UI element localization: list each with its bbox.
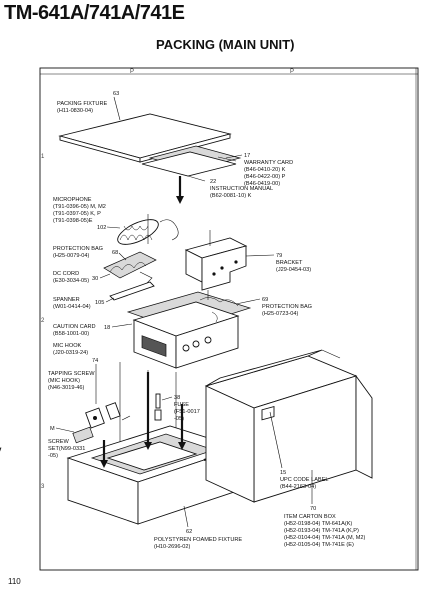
svg-text:CAUTION CARD: CAUTION CARD [53, 324, 96, 330]
svg-text:(B44-2163-04): (B44-2163-04) [280, 484, 316, 490]
svg-text:(T91-0396-05) M, M2: (T91-0396-05) M, M2 [53, 204, 106, 210]
page-number: 110 [8, 577, 21, 586]
svg-text:(N46-3019-46): (N46-3019-46) [48, 385, 85, 391]
svg-text:105: 105 [95, 300, 104, 306]
frame-letter-2: P [290, 69, 294, 75]
label-upc-code: 15 UPC CODE LABEL (B44-2163-04) [269, 411, 329, 490]
svg-text:(H52-0198-04) TM-641A(K): (H52-0198-04) TM-641A(K) [284, 521, 352, 527]
label-caution-card: CAUTION CARD (B58-1001-00) 18 [53, 323, 133, 337]
svg-text:79: 79 [276, 253, 282, 259]
svg-text:(H25-0079-04): (H25-0079-04) [53, 253, 90, 259]
svg-text:PACKING FIXTURE: PACKING FIXTURE [57, 101, 108, 107]
page-frame: P P 1 2 3 [39, 67, 419, 571]
fuse-drawing [154, 393, 162, 421]
label-warranty-card: 17 WARRANTY CARD (B46-0410-20) K (B46-04… [225, 153, 293, 187]
svg-text:63: 63 [113, 91, 119, 97]
model-title: TM-641A/741A/741E [4, 2, 185, 24]
svg-text:(B62-0081-10) K: (B62-0081-10) K [210, 193, 252, 199]
svg-text:(B46-0422-00) P: (B46-0422-00) P [244, 174, 286, 180]
svg-text:BRACKET: BRACKET [276, 260, 303, 266]
dc-cord-drawing [103, 251, 157, 285]
svg-text:-05): -05) [174, 416, 184, 422]
svg-text:ITEM CARTON BOX: ITEM CARTON BOX [284, 514, 336, 520]
label-bracket: 79 BRACKET (J29-0454-03) [245, 253, 311, 273]
svg-text:FUSE: FUSE [174, 402, 189, 408]
svg-text:(T91-0398-05)E: (T91-0398-05)E [53, 218, 93, 224]
label-spanner: SPANNER (W01-0414-04) 105 [53, 297, 115, 310]
svg-text:WARRANTY CARD: WARRANTY CARD [244, 160, 293, 166]
label-mic-hook: MIC HOOK (J20-0319-24) [53, 343, 88, 356]
svg-text:(T91-0397-05) K, P: (T91-0397-05) K, P [53, 211, 101, 217]
screw-set-drawing [72, 426, 94, 444]
manual-card-drawing [141, 145, 242, 182]
svg-text:(H52-0104-04) TM-741A (M, M2): (H52-0104-04) TM-741A (M, M2) [284, 535, 365, 541]
svg-text:(B46-0410-20) K: (B46-0410-20) K [244, 167, 286, 173]
svg-text:22: 22 [210, 179, 216, 185]
svg-text:(H52-0193-04) TM-741A (K,P): (H52-0193-04) TM-741A (K,P) [284, 528, 359, 534]
svg-text:(B46-0419-00): (B46-0419-00) [244, 181, 280, 187]
main-unit-drawing [126, 291, 252, 369]
frame-row-3: 3 [41, 484, 45, 490]
frame-row-2: 2 [41, 318, 45, 324]
svg-text:INSTRUCTION MANUAL: INSTRUCTION MANUAL [210, 186, 273, 192]
svg-text:74: 74 [92, 358, 98, 364]
svg-text:(E30-3034-05): (E30-3034-05) [53, 278, 89, 284]
label-microphone: MICROPHONE (T91-0396-05) M, M2 (T91-0397… [53, 197, 121, 231]
label-packing-fixture: 63 PACKING FIXTURE (H11-0830-04) [57, 91, 121, 121]
label-dc-cord: DC CORD (E30-3034-05) 30 [53, 271, 111, 284]
svg-text:PROTECTION BAG: PROTECTION BAG [262, 304, 312, 310]
svg-text:DC CORD: DC CORD [53, 271, 79, 277]
svg-text:SPANNER: SPANNER [53, 297, 80, 303]
svg-text:SET(N99-0331: SET(N99-0331 [48, 446, 85, 452]
frame-letter-1: P [130, 69, 134, 75]
svg-text:30: 30 [92, 276, 98, 282]
svg-text:17: 17 [244, 153, 250, 159]
svg-text:SCREW: SCREW [48, 439, 70, 445]
label-m-marker: M [50, 426, 75, 433]
carton-box-drawing [204, 349, 373, 503]
svg-text:(B58-1001-00): (B58-1001-00) [53, 331, 89, 337]
label-instruction-manual: 22 INSTRUCTION MANUAL (B62-0081-10) K [210, 179, 273, 199]
mic-hook-drawing [85, 402, 131, 429]
svg-text:15: 15 [280, 470, 286, 476]
svg-text:(F51-0017: (F51-0017 [174, 409, 200, 415]
svg-text:18: 18 [104, 325, 110, 331]
svg-text:MIC HOOK: MIC HOOK [53, 343, 82, 349]
spanner-drawing [109, 281, 155, 301]
svg-text:(H11-0830-04): (H11-0830-04) [57, 108, 93, 114]
svg-text:38: 38 [174, 395, 180, 401]
svg-text:(J20-0319-24): (J20-0319-24) [53, 350, 88, 356]
svg-text:(H10-2696-02): (H10-2696-02) [154, 544, 191, 550]
svg-text:MICROPHONE: MICROPHONE [53, 197, 92, 203]
svg-text:70: 70 [310, 506, 316, 512]
label-screw-set: SCREW SET(N99-0331 -05) [48, 439, 85, 459]
svg-text:62: 62 [186, 529, 192, 535]
svg-text:PROTECTION BAG: PROTECTION BAG [53, 246, 103, 252]
page-title: PACKING (MAIN UNIT) [156, 37, 295, 52]
svg-text:M: M [50, 426, 55, 432]
label-fuse: 38 FUSE (F51-0017 -05) [161, 395, 200, 422]
microphone-drawing [117, 219, 179, 245]
svg-text:(W01-0414-04): (W01-0414-04) [53, 304, 91, 310]
label-protection-bag-left: 68 PROTECTION BAG (H25-0079-04) [53, 246, 127, 261]
svg-text:69: 69 [262, 297, 268, 303]
bracket-drawing [184, 237, 248, 291]
svg-text:(MIC HOOK): (MIC HOOK) [48, 378, 80, 384]
svg-text:(H52-0105-04) TM-741E (E): (H52-0105-04) TM-741E (E) [284, 542, 354, 548]
label-foamed-fixture: 62 POLYSTYREN FOAMED FIXTURE (H10-2696-0… [154, 505, 242, 550]
svg-text:(H25-0723-04): (H25-0723-04) [262, 311, 299, 317]
label-tapping-screw: 74 TAPPING SCREW (MIC HOOK) (N46-3019-46… [48, 358, 98, 404]
svg-text:UPC CODE LABEL: UPC CODE LABEL [280, 477, 329, 483]
svg-text:POLYSTYREN FOAMED FIXTURE: POLYSTYREN FOAMED FIXTURE [154, 537, 242, 543]
svg-text:68: 68 [112, 250, 118, 256]
svg-text:TAPPING SCREW: TAPPING SCREW [48, 371, 95, 377]
frame-row-1: 1 [41, 154, 45, 160]
svg-text:-05): -05) [48, 453, 58, 459]
label-item-carton-box: 70 ITEM CARTON BOX (H52-0198-04) TM-641A… [284, 470, 365, 548]
label-protection-bag-right: 69 PROTECTION BAG (H25-0723-04) [235, 297, 312, 317]
svg-text:(J29-0454-03): (J29-0454-03) [276, 267, 311, 273]
svg-text:102: 102 [97, 225, 106, 231]
